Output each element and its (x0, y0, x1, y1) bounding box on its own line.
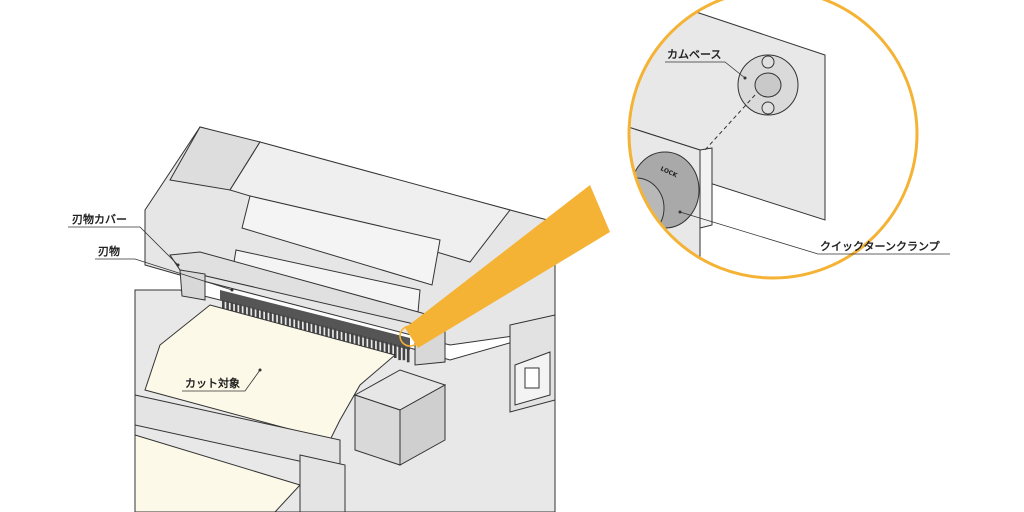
blade-tooth (406, 347, 410, 363)
label-blade-cover: 刃物カバー (72, 212, 127, 226)
display-screen (524, 367, 540, 389)
blade-tooth (338, 329, 341, 345)
blade-tooth (226, 301, 229, 317)
blade-tooth (385, 341, 388, 356)
blade-tooth (234, 303, 238, 319)
machine-body (134, 126, 556, 512)
blade-tooth (351, 333, 354, 347)
blade-tooth (372, 338, 376, 354)
blade-tooth (359, 335, 363, 350)
cam-base (737, 54, 799, 116)
blade-tooth (299, 319, 302, 334)
blade-tooth (320, 325, 324, 341)
blade-tooth (333, 328, 337, 343)
blade-tooth (325, 326, 328, 341)
blade-tooth (376, 339, 380, 354)
blade-tooth (394, 344, 397, 358)
blade-tooth (252, 307, 255, 323)
blade-tooth (342, 330, 345, 345)
blade-tooth (402, 346, 406, 361)
blade-tooth (239, 304, 242, 319)
blade-tooth (389, 342, 393, 358)
blade-tooth (243, 305, 247, 321)
blade-tooth (269, 312, 272, 328)
zoom-source-marker (399, 325, 421, 347)
blade-tooth (381, 340, 384, 356)
cut-target-sheet (144, 304, 397, 441)
label-cut-target: カット対象 (185, 376, 240, 390)
blade-tooth (286, 316, 290, 332)
blade-tooth (312, 323, 315, 339)
blade (220, 290, 410, 363)
blade-tooth (398, 345, 401, 361)
blade-tooth (368, 337, 371, 352)
blade-tooth (355, 334, 358, 350)
label-quick-turn-clamp: クイックターンクランプ (820, 239, 941, 253)
blade-tooth (329, 327, 333, 343)
blade-tooth (277, 314, 281, 330)
blade-tooth (265, 311, 268, 325)
label-cam-base: カムベース (667, 48, 721, 61)
zoom-callout-cone (405, 185, 610, 348)
blade-tooth (346, 331, 350, 347)
zoom-circle (627, 0, 919, 280)
blade-tooth (222, 300, 225, 314)
blade-tooth (256, 308, 259, 323)
blade-tooth (260, 309, 264, 325)
blade-tooth (308, 322, 311, 336)
blade-tooth (230, 302, 234, 317)
blade-tooth (273, 313, 277, 328)
blade-tooth (316, 324, 320, 339)
blade-tooth (303, 320, 307, 336)
blade-tooth (295, 318, 298, 334)
blade-tooth (247, 306, 251, 321)
label-blade: 刃物 (98, 244, 120, 258)
blade-tooth (290, 317, 294, 332)
blade-tooth (282, 315, 285, 330)
blade-tooth (363, 336, 367, 352)
